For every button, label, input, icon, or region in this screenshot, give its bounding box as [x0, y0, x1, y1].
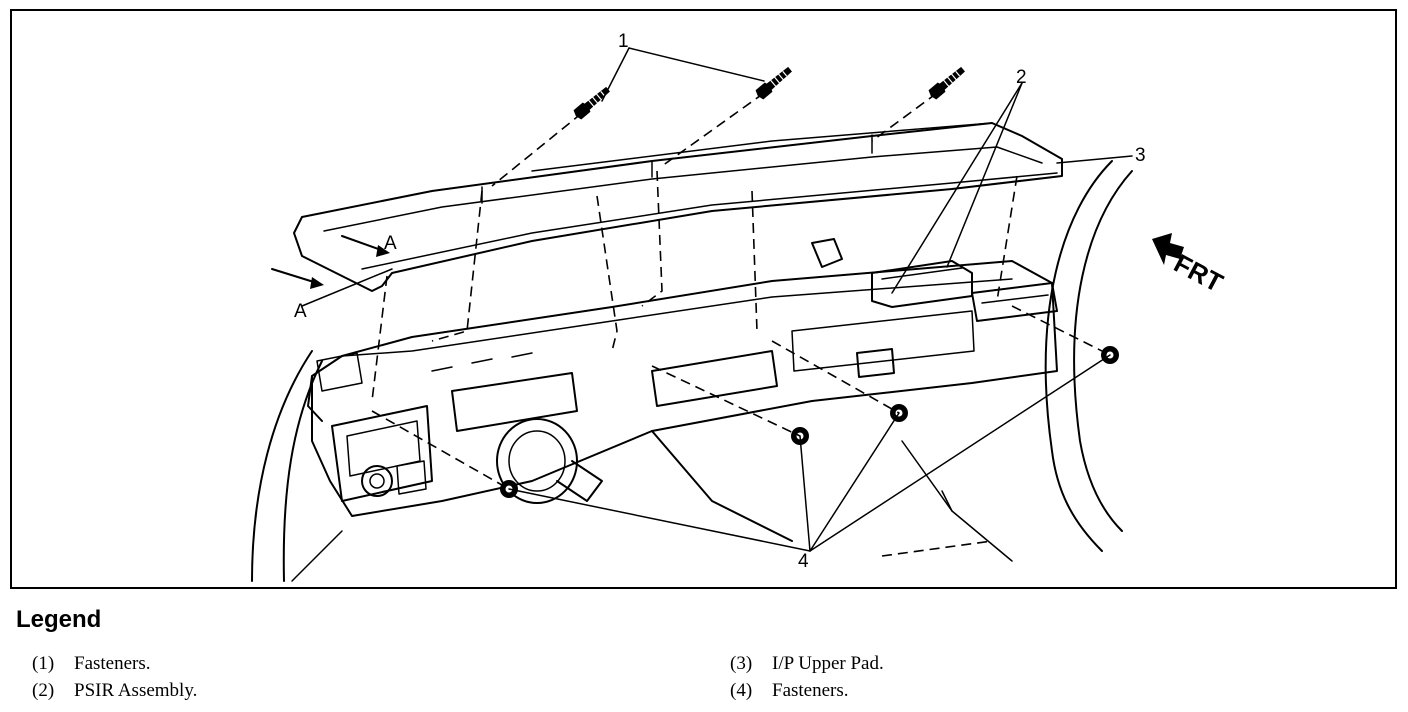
legend-item-number: (4) [730, 680, 753, 701]
callout-3: 3 [1135, 145, 1146, 166]
legend-title: Legend [16, 606, 102, 633]
section-label-lower: A [294, 301, 307, 322]
dashboard-illustration: FRT 1 2 3 4 A A [251, 31, 1228, 582]
legend-item: (4) Fasteners. [730, 677, 884, 704]
legend-item-text: I/P Upper Pad. [772, 653, 884, 674]
diagram-frame: FRT 1 2 3 4 A A [10, 9, 1397, 589]
psir-assembly [811, 238, 973, 308]
legend-list-right: (3) I/P Upper Pad. (4) Fasteners. [730, 650, 884, 704]
screw-icon [571, 63, 968, 122]
a-pillar-left [251, 350, 323, 582]
legend-item-number: (2) [32, 680, 55, 701]
legend-item: (1) Fasteners. [32, 650, 197, 677]
callout-1: 1 [618, 31, 629, 52]
legend-item-number: (1) [32, 653, 55, 674]
section-a-marker [271, 235, 393, 307]
callout-4: 4 [798, 551, 809, 572]
callout-2: 2 [1016, 67, 1027, 88]
legend-item-text: Fasteners. [74, 653, 151, 674]
section-label-upper: A [384, 233, 397, 254]
legend-item-text: PSIR Assembly. [74, 680, 198, 701]
front-arrow-icon [1152, 233, 1184, 265]
ip-upper-pad [293, 122, 1063, 292]
a-pillar-right [1044, 160, 1133, 552]
legend-item: (2) PSIR Assembly. [32, 677, 197, 704]
steering-column [496, 418, 603, 504]
legend-list-left: (1) Fasteners. (2) PSIR Assembly. [32, 650, 197, 704]
legend-item: (3) I/P Upper Pad. [730, 650, 884, 677]
leader-lines [291, 47, 1133, 582]
legend-item-text: Fasteners. [772, 680, 849, 701]
install-lines [371, 92, 1111, 490]
legend-item-number: (3) [730, 653, 753, 674]
instrument-panel [307, 260, 1058, 562]
